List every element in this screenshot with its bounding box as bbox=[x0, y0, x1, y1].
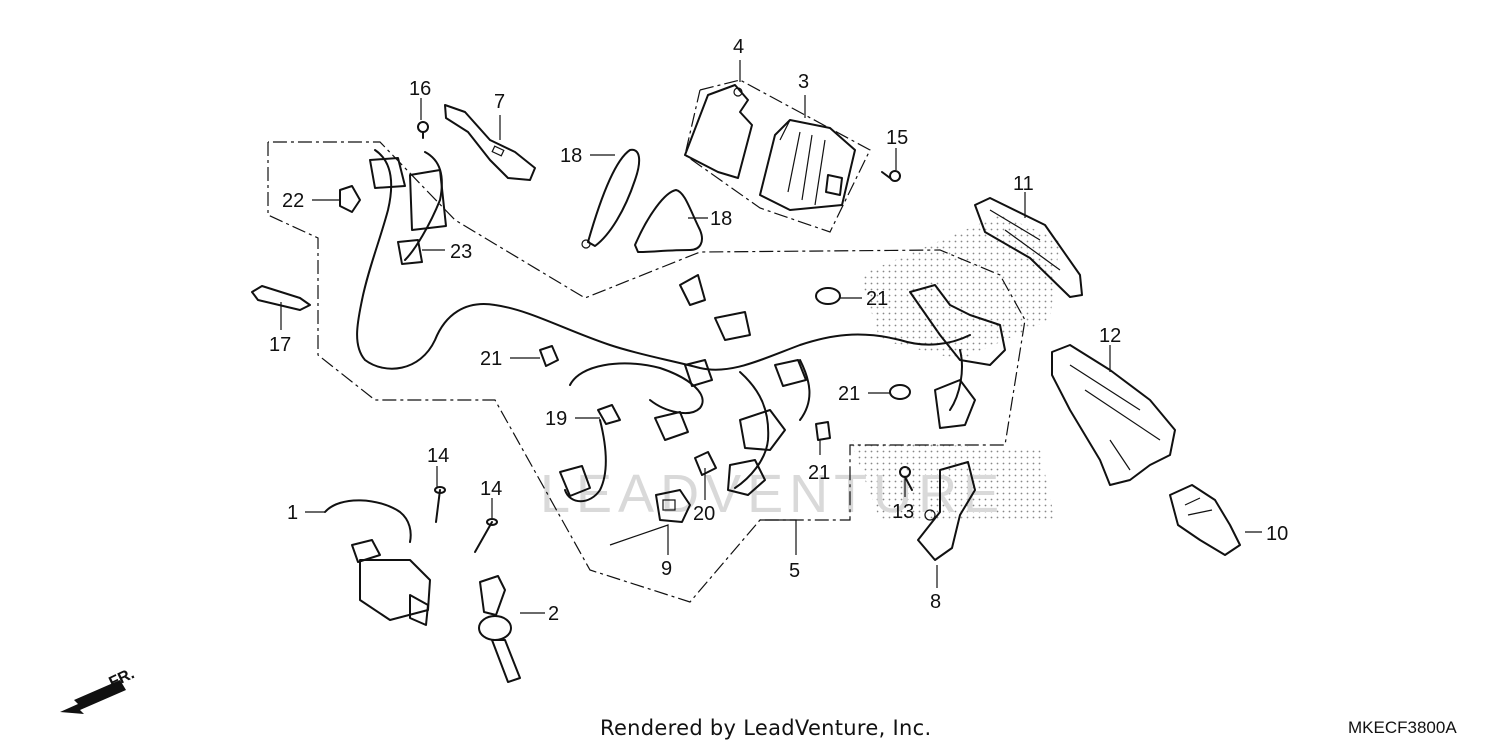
connector-17[interactable] bbox=[251, 285, 311, 311]
relay-box-cover[interactable] bbox=[974, 197, 1083, 298]
clip-21-upper[interactable] bbox=[815, 287, 841, 305]
main-wire-harness[interactable] bbox=[356, 149, 1006, 503]
callout-19: 19 bbox=[545, 408, 567, 430]
callout-12: 12 bbox=[1099, 325, 1121, 347]
callout-23: 23 bbox=[450, 241, 472, 263]
clip-20[interactable] bbox=[694, 451, 717, 476]
clip-21-left[interactable] bbox=[539, 345, 559, 367]
callout-2: 2 bbox=[548, 603, 559, 625]
harness-stay-bracket[interactable] bbox=[444, 104, 536, 181]
front-direction-arrow-icon: FR. bbox=[60, 665, 137, 714]
callout-20: 20 bbox=[693, 503, 715, 525]
bolt-13[interactable] bbox=[899, 466, 913, 491]
callout-16: 16 bbox=[409, 78, 431, 100]
callout-4: 4 bbox=[733, 36, 744, 58]
callout-14-lower: 14 bbox=[480, 478, 502, 500]
callout-22: 22 bbox=[282, 190, 304, 212]
callout-3: 3 bbox=[798, 71, 809, 93]
clip-21-lower[interactable] bbox=[815, 421, 831, 441]
regulator-rectifier[interactable] bbox=[759, 119, 856, 211]
callout-21-left: 21 bbox=[480, 348, 502, 370]
callout-1: 1 bbox=[287, 502, 298, 524]
diagram-code: MKECF3800A bbox=[1348, 718, 1457, 737]
callout-21-upper: 21 bbox=[866, 288, 888, 310]
bolt-14-lower[interactable] bbox=[474, 518, 498, 553]
ignition-coil[interactable] bbox=[324, 499, 431, 626]
callout-10: 10 bbox=[1266, 523, 1288, 545]
callout-7: 7 bbox=[494, 91, 505, 113]
callout-18-lower: 18 bbox=[710, 208, 732, 230]
callout-13: 13 bbox=[892, 501, 914, 523]
callout-21-right: 21 bbox=[838, 383, 860, 405]
fuse-relay-box[interactable] bbox=[1051, 344, 1176, 486]
callout-11: 11 bbox=[1013, 173, 1034, 195]
sensor-10[interactable] bbox=[1169, 484, 1241, 556]
callout-17: 17 bbox=[269, 334, 291, 356]
clip-21-right[interactable] bbox=[889, 384, 911, 400]
connector-9[interactable] bbox=[655, 489, 691, 523]
callout-15: 15 bbox=[886, 127, 908, 149]
connector-23[interactable] bbox=[397, 239, 423, 265]
rendered-by-credit: Rendered by LeadVenture, Inc. bbox=[600, 716, 932, 740]
callout-8: 8 bbox=[930, 591, 941, 613]
rubber-band-upper[interactable] bbox=[581, 148, 641, 249]
screw-16[interactable] bbox=[417, 121, 429, 139]
callout-14-upper: 14 bbox=[427, 445, 449, 467]
callout-18-upper: 18 bbox=[560, 145, 582, 167]
assembly-boundary-left bbox=[267, 141, 1026, 603]
sensor-bracket[interactable] bbox=[917, 461, 976, 561]
spark-plug-cap[interactable] bbox=[478, 575, 521, 683]
callout-21-lower: 21 bbox=[808, 462, 830, 484]
rubber-band-lower[interactable] bbox=[634, 189, 703, 253]
regulator-bracket[interactable] bbox=[684, 84, 753, 179]
shading-lower bbox=[850, 440, 1055, 520]
screw-15[interactable] bbox=[881, 170, 901, 182]
front-arrow-label: FR. bbox=[107, 665, 138, 691]
grommet-22[interactable] bbox=[339, 185, 361, 213]
leader-lines bbox=[280, 60, 1262, 614]
bolt-14-upper[interactable] bbox=[434, 486, 446, 523]
clamp-19[interactable] bbox=[597, 404, 621, 425]
watermark: LEADVENTURE bbox=[540, 464, 1005, 524]
callout-9: 9 bbox=[661, 558, 672, 580]
callout-5: 5 bbox=[789, 560, 800, 582]
shading-upper bbox=[860, 215, 1060, 360]
